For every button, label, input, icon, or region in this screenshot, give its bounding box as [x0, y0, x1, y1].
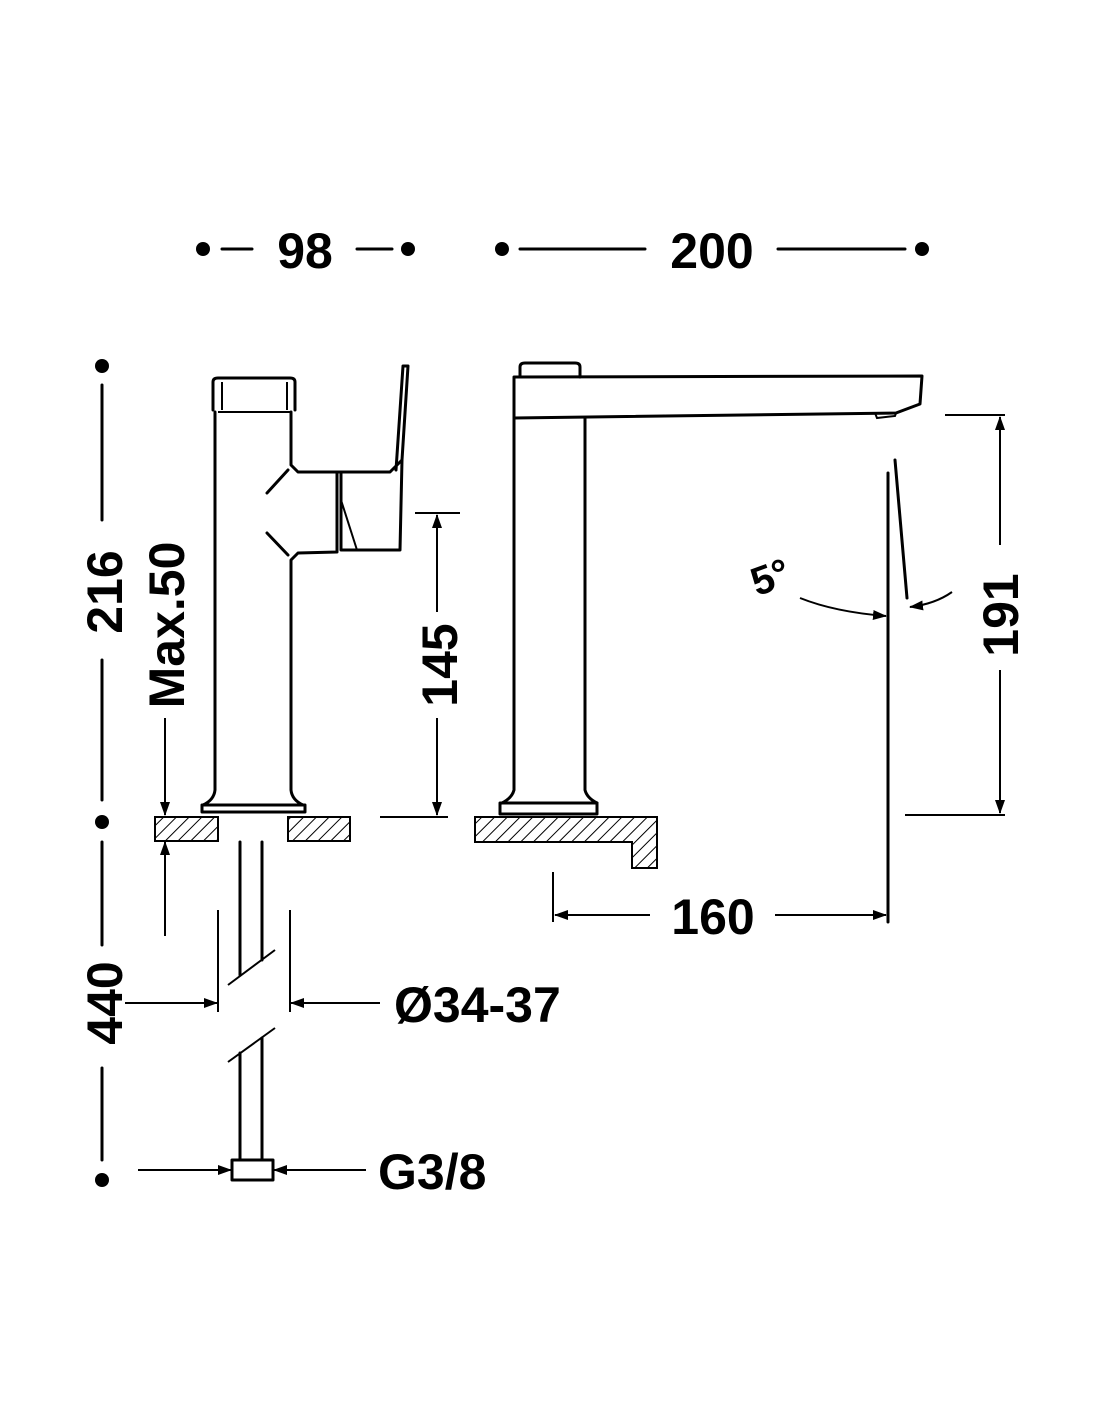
- dim-side-width: 98: [196, 223, 415, 279]
- side-countertop: [154, 816, 448, 842]
- label-160: 160: [671, 889, 754, 945]
- dim-lever-angle: 5°: [745, 458, 953, 924]
- dim-hole-diameter: Ø34-37: [125, 910, 561, 1033]
- label-216: 216: [77, 550, 133, 633]
- label-diameter: Ø34-37: [394, 977, 561, 1033]
- label-98: 98: [277, 223, 333, 279]
- label-145: 145: [412, 623, 468, 706]
- side-view-faucet: [200, 364, 410, 814]
- dim-lever-height: 145: [412, 512, 468, 816]
- dim-front-width: 200: [495, 223, 929, 279]
- label-191: 191: [973, 573, 1029, 656]
- dim-max-counter: Max.50: [139, 542, 195, 936]
- dim-spout-height: 191: [905, 414, 1029, 816]
- dim-total-height: 216: [77, 359, 133, 829]
- label-200: 200: [670, 223, 753, 279]
- label-440: 440: [77, 961, 133, 1044]
- label-g38: G3/8: [378, 1144, 486, 1200]
- label-5deg: 5°: [745, 551, 796, 605]
- g38-fitting: [230, 1158, 275, 1182]
- supply-pipes: [227, 840, 276, 1182]
- dim-connection: G3/8: [138, 1144, 486, 1200]
- dim-pipe-length: 440: [77, 840, 133, 1187]
- dim-spout-reach: 160: [552, 872, 887, 945]
- front-countertop: [474, 816, 658, 869]
- front-view-faucet: [498, 361, 924, 816]
- label-max50: Max.50: [139, 542, 195, 709]
